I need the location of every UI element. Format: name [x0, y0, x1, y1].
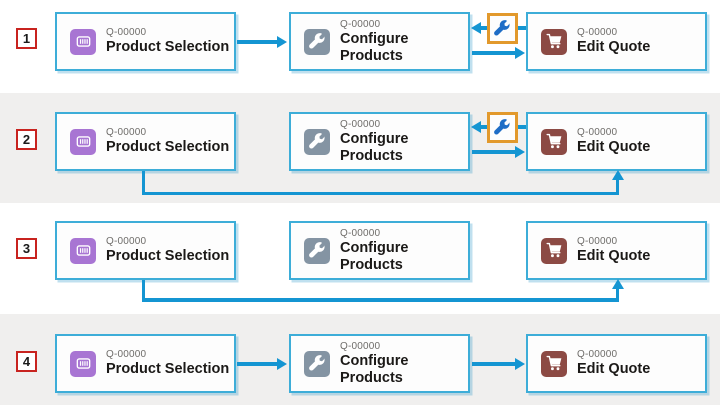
- arrow-configure-to-quote: [472, 362, 515, 366]
- arrowhead-right-icon: [277, 358, 287, 370]
- cart-icon: [541, 350, 567, 377]
- arrowhead-right-icon: [515, 47, 525, 59]
- arrowhead-up-icon: [611, 170, 624, 180]
- step-title: Product Selection: [106, 39, 230, 56]
- elbow-connector-up: [615, 179, 619, 193]
- quote-code: Q-00000: [106, 126, 147, 138]
- arrowhead-right-icon: [515, 146, 525, 158]
- row-number-label: 1: [22, 31, 31, 46]
- step-title: Edit Quote: [577, 39, 651, 56]
- wrench-icon: [304, 237, 330, 264]
- elbow-connector-across: [141, 191, 619, 195]
- row-number-label: 2: [22, 132, 31, 147]
- quote-code: Q-00000: [577, 126, 618, 138]
- quote-code: Q-00000: [340, 227, 381, 239]
- quote-code: Q-00000: [106, 348, 147, 360]
- barcode-icon: [70, 28, 96, 55]
- quote-code: Q-00000: [106, 26, 147, 38]
- arrowhead-up-icon: [611, 279, 624, 289]
- step-title: Product Selection: [106, 248, 230, 265]
- reconfigure-wrench-badge: [487, 13, 518, 44]
- cart-icon: [541, 28, 567, 55]
- quote-code: Q-00000: [340, 118, 381, 130]
- reconfigure-wrench-badge: [487, 112, 518, 143]
- barcode-icon: [70, 350, 96, 377]
- barcode-icon: [70, 237, 96, 264]
- row-number: 2: [16, 129, 37, 150]
- barcode-icon: [70, 128, 96, 155]
- wrench-icon: [494, 20, 511, 36]
- quote-code: Q-00000: [577, 235, 618, 247]
- cart-icon: [541, 128, 567, 155]
- elbow-connector-up: [615, 287, 619, 299]
- elbow-connector-down: [141, 171, 145, 195]
- row-number: 4: [16, 351, 37, 372]
- quote-code: Q-00000: [106, 235, 147, 247]
- arrowhead-left-icon: [471, 22, 481, 34]
- wrench-icon: [304, 28, 330, 55]
- quote-code: Q-00000: [577, 348, 618, 360]
- row-number: 1: [16, 28, 37, 49]
- step-title: Edit Quote: [577, 361, 651, 378]
- step-title: Product Selection: [106, 361, 230, 378]
- row-number-label: 3: [22, 241, 31, 256]
- cart-icon: [541, 237, 567, 264]
- wrench-icon: [494, 119, 511, 135]
- step-title: Edit Quote: [577, 139, 651, 156]
- quote-code: Q-00000: [577, 26, 618, 38]
- step-title: Product Selection: [106, 139, 230, 156]
- elbow-connector-down: [141, 280, 145, 301]
- step-title: Configure Products: [340, 240, 409, 273]
- elbow-connector-across: [141, 298, 619, 302]
- arrowhead-right-icon: [515, 358, 525, 370]
- quote-code: Q-00000: [340, 18, 381, 30]
- arrowhead-left-icon: [471, 121, 481, 133]
- wrench-icon: [304, 128, 330, 155]
- step-title: Configure Products: [340, 131, 409, 164]
- arrow-configure-to-quote: [472, 51, 515, 55]
- arrow-product-to-configure: [237, 362, 278, 366]
- arrow-configure-to-quote: [472, 150, 515, 154]
- row-number-label: 4: [22, 354, 31, 369]
- arrow-product-to-configure: [237, 40, 278, 44]
- step-title: Edit Quote: [577, 248, 651, 265]
- step-title: Configure Products: [340, 353, 409, 386]
- step-title: Configure Products: [340, 31, 409, 64]
- quote-code: Q-00000: [340, 340, 381, 352]
- row-number: 3: [16, 238, 37, 259]
- wrench-icon: [304, 350, 330, 377]
- arrowhead-right-icon: [277, 36, 287, 48]
